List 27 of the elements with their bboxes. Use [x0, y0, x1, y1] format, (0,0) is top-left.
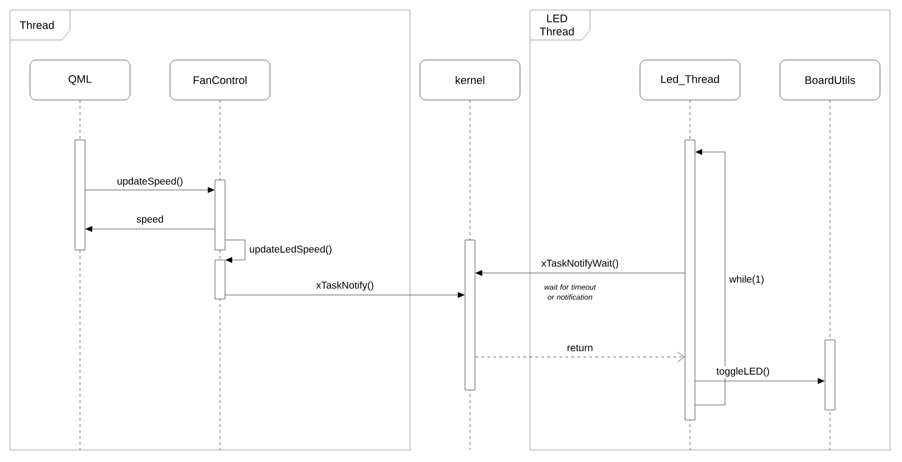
message-arrow [475, 352, 685, 362]
activation-bar [824, 340, 836, 410]
participant-box: Led_Thread [640, 60, 740, 100]
edge-label: return [566, 344, 594, 352]
edge-label: while(1) [728, 274, 766, 286]
message-arrow [695, 378, 824, 384]
message-arrow [476, 270, 685, 276]
participant-box: kernel [420, 60, 520, 100]
edge-label: toggleLED() [715, 366, 771, 378]
message-arrow [85, 187, 214, 193]
activation-bar [684, 140, 696, 420]
activation-bar [214, 180, 226, 250]
message-arrow [225, 292, 464, 298]
edge-label: updateLedSpeed() [248, 244, 334, 256]
participant-box: QML [30, 60, 130, 100]
edge-label: updateSpeed() [116, 176, 184, 188]
participant-box: BoardUtils [780, 60, 880, 100]
message-arrow [695, 149, 726, 406]
participant-box: FanControl [170, 60, 270, 100]
activation-bar [214, 260, 226, 300]
message-arrow [86, 226, 215, 232]
message-arrow [225, 240, 246, 263]
edge-label: xTaskNotify() [315, 280, 375, 292]
edge-label: xTaskNotifyWait() [540, 258, 620, 270]
activation-bar [74, 140, 86, 250]
edge-label: speed [135, 214, 165, 226]
activation-bar [464, 240, 476, 390]
